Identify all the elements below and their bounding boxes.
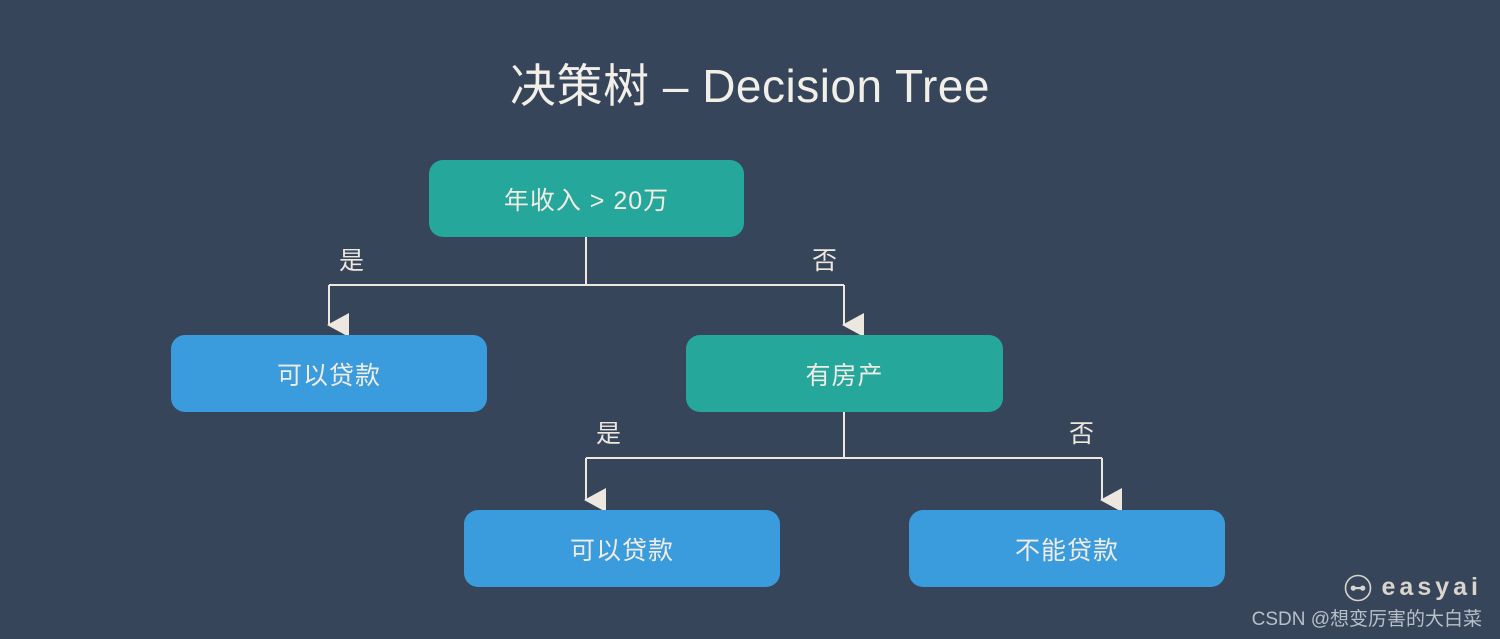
node-branch-home[interactable]: 有房产 — [686, 335, 1003, 412]
edge-label-root-yes: 是 — [339, 247, 365, 275]
node-root-label: 年收入 > 20万 — [503, 186, 670, 215]
node-leaf-yes-1-label: 可以贷款 — [276, 361, 381, 390]
node-leaf-yes-2-label: 可以贷款 — [569, 536, 674, 565]
node-root[interactable]: 年收入 > 20万 — [429, 160, 744, 237]
node-leaf-yes-1[interactable]: 可以贷款 — [171, 335, 487, 412]
watermark: easyai CSDN @想变厉害的大白菜 — [1252, 573, 1482, 631]
easyai-dumbbell-circle-icon — [1344, 574, 1371, 601]
edge-label-branch-no: 否 — [1069, 420, 1095, 448]
node-leaf-no-2[interactable]: 不能贷款 — [909, 510, 1225, 587]
brand-lockup: easyai — [1252, 573, 1482, 602]
node-leaf-no-2-label: 不能贷款 — [1014, 536, 1119, 565]
page-title: 决策树 – Decision Tree — [510, 60, 990, 112]
brand-name: easyai — [1381, 573, 1482, 601]
node-leaf-yes-2[interactable]: 可以贷款 — [464, 510, 780, 587]
edge-label-branch-yes: 是 — [596, 420, 622, 448]
node-branch-home-label: 有房产 — [805, 361, 884, 390]
csdn-credit: CSDN @想变厉害的大白菜 — [1251, 609, 1482, 630]
edge-label-root-no: 否 — [812, 247, 838, 275]
